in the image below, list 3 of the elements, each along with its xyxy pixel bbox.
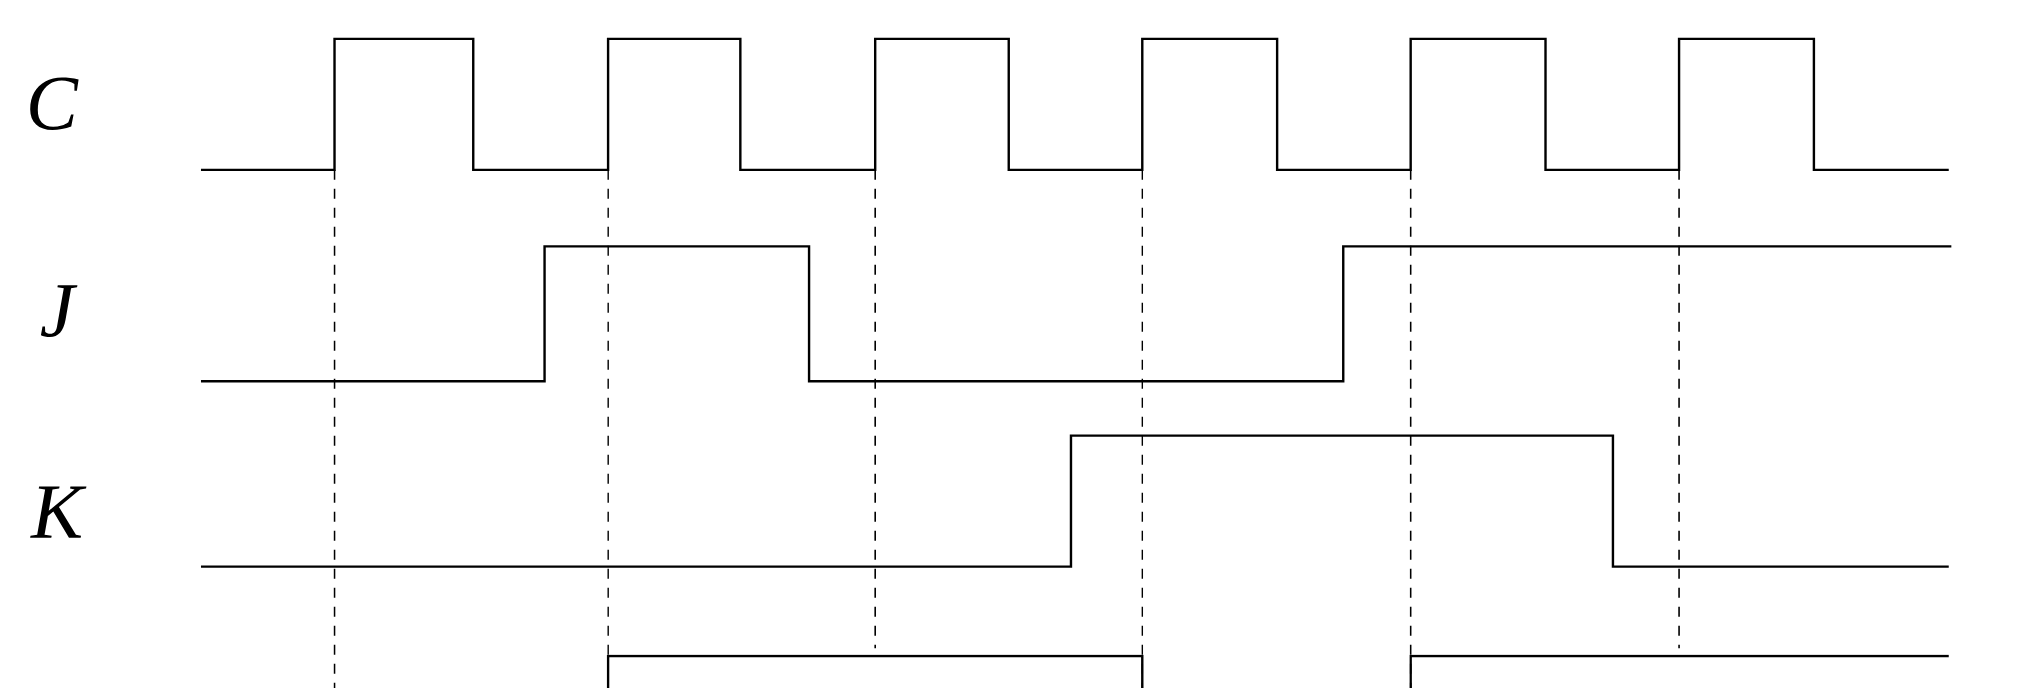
signal-label: C <box>30 77 79 130</box>
signal-label: K <box>30 486 87 538</box>
signal-label: J <box>40 285 78 338</box>
